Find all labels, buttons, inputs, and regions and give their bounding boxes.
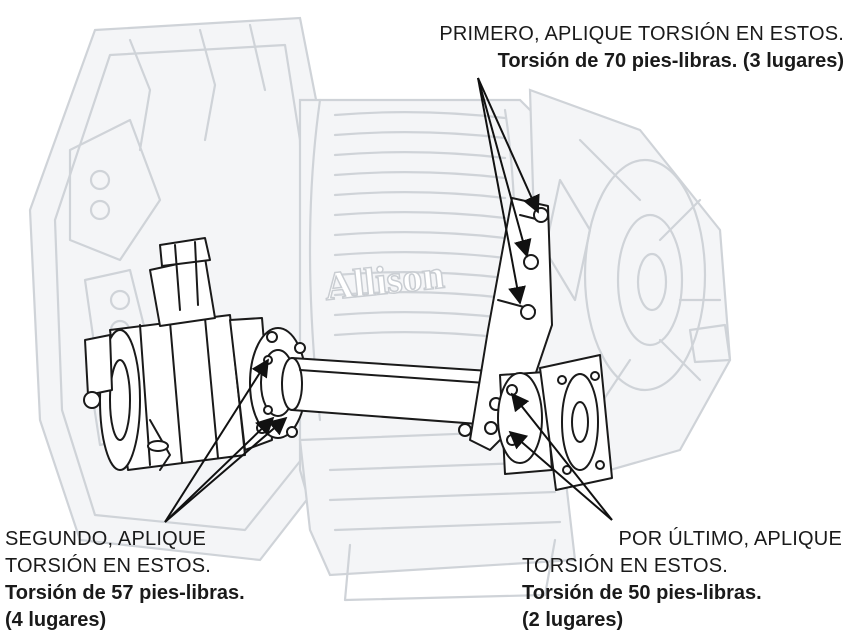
pto-output-flange	[497, 354, 613, 491]
callout-second-heading-1: SEGUNDO, APLIQUE	[5, 528, 207, 550]
callout-last-heading-1: POR ÚLTIMO, APLIQUE	[618, 528, 842, 550]
leader-first-1	[477, 77, 540, 214]
callout-last-heading-2: TORSIÓN EN ESTOS.	[522, 555, 729, 577]
callout-first-heading: PRIMERO, APLIQUE TORSIÓN EN ESTOS.	[439, 23, 844, 45]
leader-second-1	[164, 358, 269, 523]
leader-last-1	[510, 392, 613, 521]
leader-first-2	[477, 77, 532, 258]
pump-motor	[83, 237, 273, 471]
callout-second: SEGUNDO, APLIQUE TORSIÓN EN ESTOS. Torsi…	[5, 526, 305, 634]
callout-last-spec-2: (2 lugares)	[522, 609, 624, 631]
callout-last: POR ÚLTIMO, APLIQUE TORSIÓN EN ESTOS. To…	[522, 526, 842, 634]
callout-second-heading-2: TORSIÓN EN ESTOS.	[5, 555, 212, 577]
callout-first-spec: Torsión de 70 pies-libras. (3 lugares)	[497, 50, 844, 72]
driveshaft	[281, 357, 506, 437]
leaders-second	[164, 358, 288, 523]
leader-second-3	[164, 416, 288, 523]
callout-second-spec-1: Torsión de 57 pies-libras.	[5, 582, 245, 604]
leader-last-2	[508, 430, 613, 521]
callout-last-spec-1: Torsión de 50 pies-libras.	[522, 582, 762, 604]
pto-assembly	[83, 197, 613, 491]
leader-first-3	[477, 77, 526, 305]
leader-second-2	[164, 416, 275, 523]
transmission-housing-ghost: Allison	[28, 16, 732, 602]
callout-second-spec-2: (4 lugares)	[5, 609, 107, 631]
case-ribs	[333, 111, 507, 340]
leaders-last	[508, 392, 613, 521]
leaders-first	[477, 77, 540, 305]
callout-first: PRIMERO, APLIQUE TORSIÓN EN ESTOS. Torsi…	[372, 21, 844, 75]
